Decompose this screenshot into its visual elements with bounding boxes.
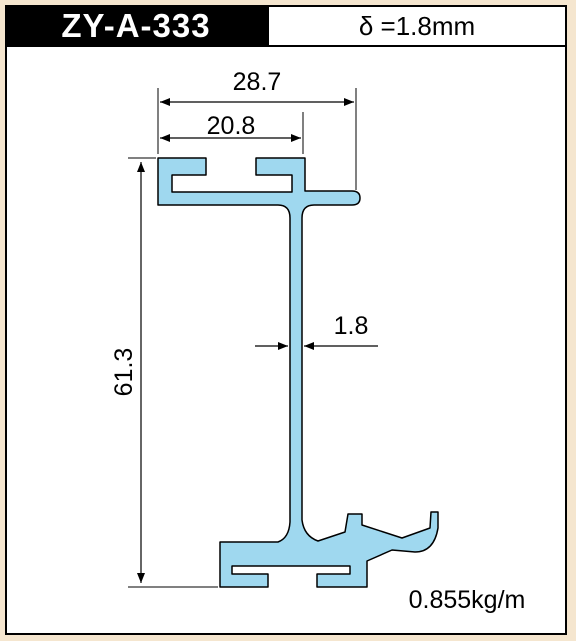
- weight-per-meter: 0.855kg/m: [409, 586, 526, 614]
- dimension-overall-width: 28.7: [233, 68, 282, 96]
- model-title-box: ZY-A-333: [5, 5, 267, 47]
- dimension-web-thickness: 1.8: [334, 312, 369, 340]
- dimension-height: 61.3: [110, 348, 138, 397]
- wall-thickness-label: δ =1.8mm: [358, 10, 476, 41]
- extension-lines: [128, 88, 357, 588]
- dimension-slot-width: 20.8: [207, 112, 256, 140]
- model-number: ZY-A-333: [61, 7, 211, 44]
- drawing-frame: [5, 5, 567, 635]
- thickness-box: δ =1.8mm: [267, 5, 567, 47]
- aluminium-profile-section: [157, 157, 439, 588]
